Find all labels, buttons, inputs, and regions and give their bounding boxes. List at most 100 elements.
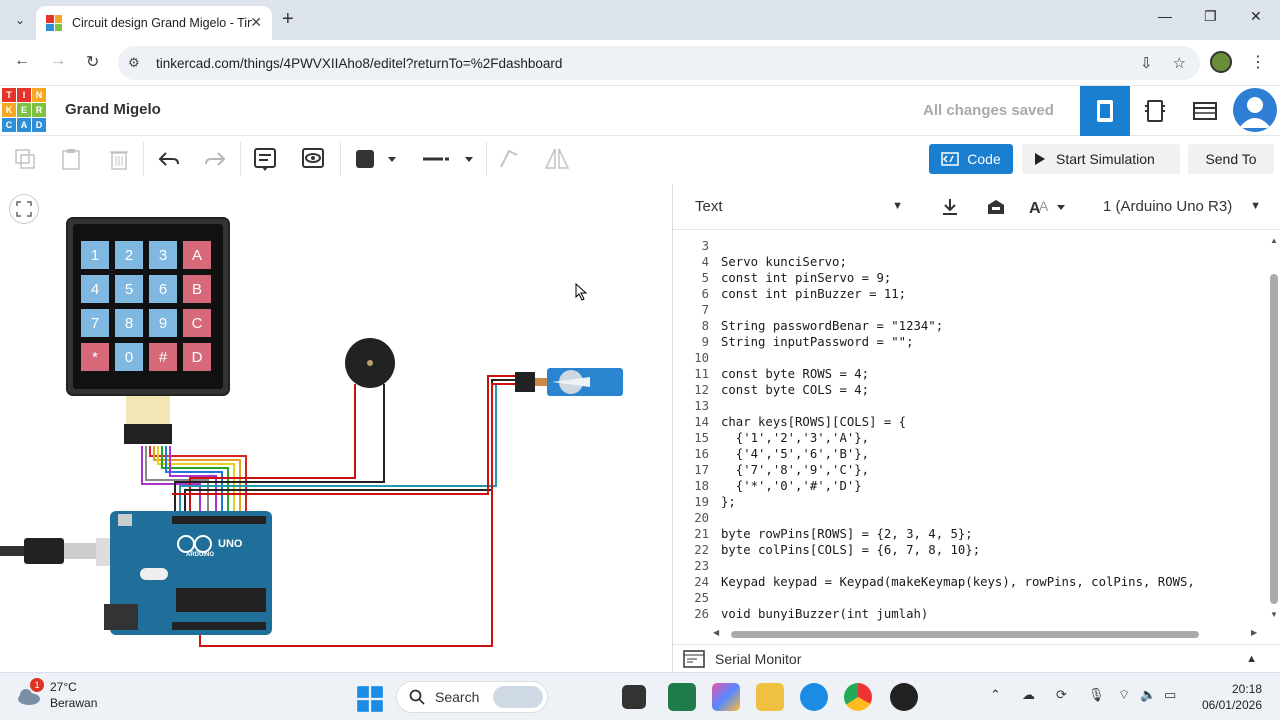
start-simulation-button[interactable]: Start Simulation	[1022, 144, 1180, 174]
chevron-up-icon[interactable]: ▲	[1246, 652, 1257, 665]
download-code-button[interactable]	[935, 194, 965, 220]
code-line[interactable]: 19};	[673, 495, 1269, 511]
code-line[interactable]: 10	[673, 351, 1269, 367]
chrome-browser-icon[interactable]	[844, 683, 872, 711]
tab-close-icon[interactable]: ✕	[250, 14, 262, 30]
device-select[interactable]: 1 (Arduino Uno R3) ▼	[1091, 191, 1269, 221]
microphone-icon[interactable]: 🎙	[1088, 687, 1105, 702]
bookmark-star-icon[interactable]: ☆	[1172, 55, 1186, 72]
scroll-right-icon[interactable]: ▶	[1251, 628, 1258, 637]
browser-profile-avatar[interactable]	[1210, 51, 1232, 73]
keypad-key[interactable]: 7	[81, 309, 109, 337]
keypad-key[interactable]: 5	[115, 275, 143, 303]
code-line[interactable]: 17 {'7','8','9','C'},	[673, 463, 1269, 479]
restore-icon[interactable]: ❐	[1204, 8, 1217, 24]
circuit-canvas[interactable]: 1 2 3 A 4 5 6 B 7 8 9 C * 0 # D ARDUINO …	[0, 184, 672, 672]
edge-browser-icon[interactable]	[800, 683, 828, 711]
site-info-icon[interactable]: ⚙	[128, 55, 140, 70]
code-line[interactable]: 3	[673, 239, 1269, 255]
design-name[interactable]: Grand Migelo	[65, 101, 161, 118]
keypad-key[interactable]: D	[183, 343, 211, 371]
minimize-icon[interactable]: —	[1158, 8, 1172, 24]
copilot-app-icon[interactable]	[712, 683, 740, 711]
components-list-button[interactable]	[1180, 86, 1230, 136]
paste-button[interactable]	[56, 144, 86, 174]
serial-monitor-bar[interactable]: Serial Monitor ▲	[673, 644, 1280, 672]
reload-icon[interactable]: ↻	[86, 54, 100, 71]
vertical-scroll-thumb[interactable]	[1270, 274, 1278, 604]
scroll-down-icon[interactable]: ▼	[1270, 610, 1278, 619]
notes-button[interactable]	[250, 144, 280, 174]
task-view-icon[interactable]	[622, 685, 646, 709]
send-to-button[interactable]: Send To	[1188, 144, 1274, 174]
libraries-button[interactable]	[981, 194, 1011, 220]
browser-menu-icon[interactable]: ⋮	[1250, 54, 1266, 71]
notes-visibility-button[interactable]	[298, 144, 328, 174]
taskbar-clock[interactable]: 20:18 06/01/2026	[1198, 681, 1262, 713]
color-picker[interactable]	[350, 144, 404, 174]
keypad-key[interactable]: 2	[115, 241, 143, 269]
wifi-icon[interactable]: ⌔	[1118, 687, 1131, 702]
taskbar-search[interactable]: Search	[396, 681, 548, 713]
user-avatar[interactable]	[1233, 88, 1277, 132]
code-line[interactable]: 18 {'*','0','#','D'}	[673, 479, 1269, 495]
file-explorer-icon[interactable]	[756, 683, 784, 711]
publisher-app-icon[interactable]	[668, 683, 696, 711]
wire-type-picker[interactable]	[420, 144, 476, 174]
close-window-icon[interactable]: ✕	[1250, 8, 1262, 24]
keypad-key[interactable]: 6	[149, 275, 177, 303]
battery-icon[interactable]: ▭	[1164, 687, 1177, 702]
code-line[interactable]: 20	[673, 511, 1269, 527]
volume-icon[interactable]: 🔈	[1140, 687, 1157, 702]
weather-widget[interactable]: 1 27°C Berawan	[16, 678, 97, 711]
schematic-view-button[interactable]	[1130, 86, 1180, 136]
keypad-key[interactable]: 0	[115, 343, 143, 371]
app-icon[interactable]	[890, 683, 918, 711]
keypad-key[interactable]: 8	[115, 309, 143, 337]
keypad-key[interactable]: B	[183, 275, 211, 303]
install-app-icon[interactable]: ⇩	[1139, 55, 1153, 72]
code-line[interactable]: 16 {'4','5','6','B'},	[673, 447, 1269, 463]
editor-horizontal-scrollbar[interactable]: ◀ ▶	[713, 628, 1261, 640]
keypad-key[interactable]: C	[183, 309, 211, 337]
tab-search-icon[interactable]: ⌄	[14, 13, 26, 27]
keypad-key[interactable]: #	[149, 343, 177, 371]
code-line[interactable]: 2#include <Servo.h>	[673, 234, 1269, 239]
code-line[interactable]: 25	[673, 591, 1269, 607]
rotate-button[interactable]	[494, 144, 524, 174]
keypad-key[interactable]: 9	[149, 309, 177, 337]
keypad-key[interactable]: A	[183, 241, 211, 269]
code-button[interactable]: Code	[929, 144, 1013, 174]
windows-start-icon[interactable]	[356, 685, 384, 713]
code-line[interactable]: 15 {'1','2','3','A'},	[673, 431, 1269, 447]
url-text[interactable]: tinkercad.com/things/4PWVXIIAho8/editel?…	[156, 55, 563, 71]
editor-vertical-scrollbar[interactable]: ▲ ▼	[1267, 234, 1280, 620]
circuit-view-button[interactable]	[1080, 86, 1130, 136]
onedrive-icon[interactable]: ☁	[1022, 687, 1035, 702]
flip-button[interactable]	[542, 144, 572, 174]
redo-button[interactable]	[200, 144, 230, 174]
copy-button[interactable]	[10, 144, 40, 174]
delete-button[interactable]	[104, 144, 134, 174]
undo-button[interactable]	[154, 144, 184, 174]
scroll-left-icon[interactable]: ◀	[713, 628, 720, 637]
browser-tab[interactable]: Circuit design Grand Migelo - Tinkercad …	[36, 6, 272, 40]
code-line[interactable]: 13	[673, 399, 1269, 415]
code-line[interactable]: 7	[673, 303, 1269, 319]
keypad-key[interactable]: *	[81, 343, 109, 371]
forward-icon[interactable]: →	[50, 52, 66, 69]
tray-overflow-icon[interactable]: ⌃	[990, 687, 1001, 702]
code-line[interactable]: 23	[673, 559, 1269, 575]
keypad-key[interactable]: 3	[149, 241, 177, 269]
omnibox[interactable]: ⚙ tinkercad.com/things/4PWVXIIAho8/edite…	[118, 46, 1200, 80]
